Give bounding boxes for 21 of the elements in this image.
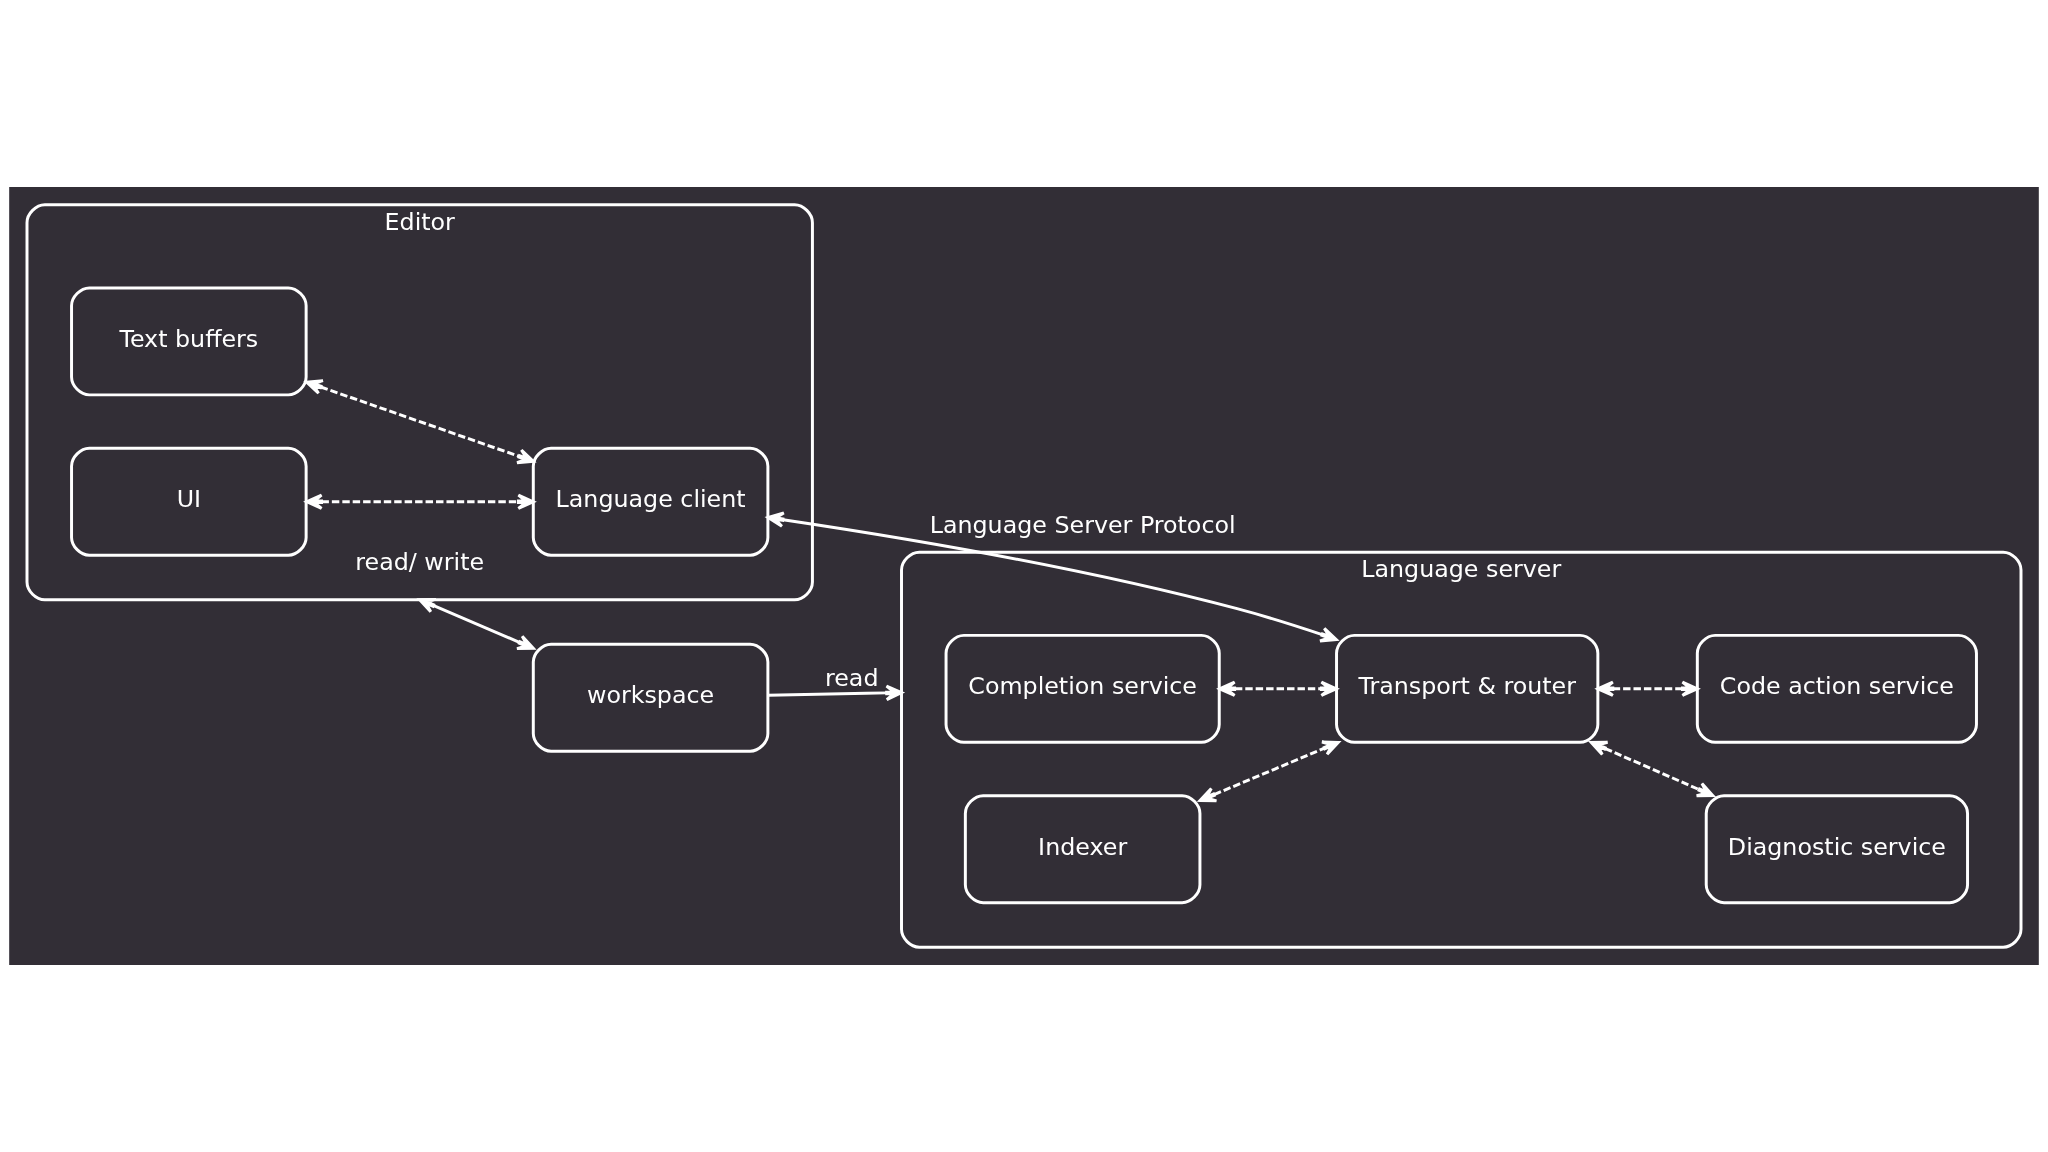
node-box: Diagnostic service xyxy=(1704,794,1970,905)
edge-label: read/ write xyxy=(355,547,485,576)
arrow xyxy=(1589,740,1715,798)
arrow xyxy=(418,597,535,651)
node-box: workspace xyxy=(531,642,770,753)
arrow xyxy=(1198,740,1340,803)
arrow xyxy=(766,511,1338,643)
edge-label: read xyxy=(825,663,879,692)
node-box: Text buffers xyxy=(70,286,308,397)
arrow xyxy=(1218,680,1338,697)
node-box: Completion service xyxy=(944,633,1221,744)
node-box: Language client xyxy=(531,446,770,557)
arrow xyxy=(768,684,903,702)
edge-label: Language Server Protocol xyxy=(929,510,1236,539)
node-box: UI xyxy=(70,446,308,557)
node-box: Indexer xyxy=(963,794,1202,905)
node-box: Transport & router xyxy=(1335,633,1600,744)
arrow xyxy=(305,493,535,510)
arrow xyxy=(1596,680,1699,697)
arrow xyxy=(305,379,535,465)
node-box: Code action service xyxy=(1695,633,1978,744)
